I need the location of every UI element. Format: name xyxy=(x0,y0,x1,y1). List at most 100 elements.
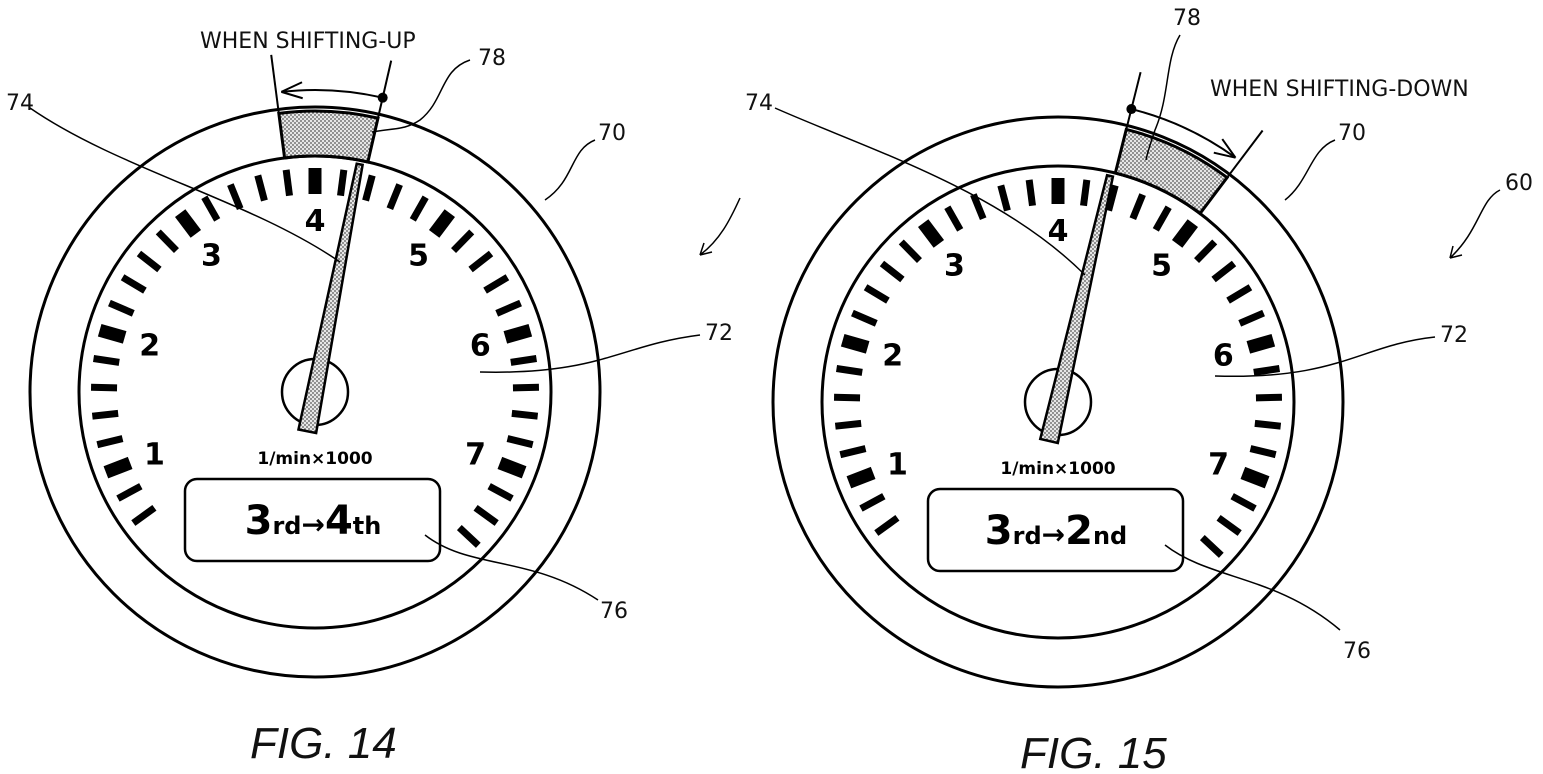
tachometer-gauge: 12345671/min×10003rd→2nd xyxy=(773,72,1343,687)
dial-number: 6 xyxy=(470,329,491,364)
condition-label: WHEN SHIFTING-UP xyxy=(200,29,416,54)
minor-tick xyxy=(1219,518,1240,533)
dial-number: 6 xyxy=(1213,339,1234,374)
minor-tick xyxy=(459,528,478,546)
figure-caption: FIG. 14 xyxy=(250,719,397,768)
major-tick xyxy=(180,213,196,234)
ref-70: 70 xyxy=(598,121,626,146)
minor-tick xyxy=(852,313,876,323)
minor-tick xyxy=(876,518,897,533)
gear-text-part: → xyxy=(301,508,324,541)
major-tick xyxy=(1243,473,1267,482)
gear-text-part: nd xyxy=(1093,522,1127,550)
major-tick xyxy=(1248,340,1273,347)
minor-tick xyxy=(286,170,289,196)
minor-tick xyxy=(1255,423,1281,426)
dial-number: 1 xyxy=(144,438,165,473)
minor-tick xyxy=(471,253,491,269)
minor-tick xyxy=(1240,313,1264,323)
minor-tick xyxy=(1250,449,1275,455)
minor-tick xyxy=(840,449,865,455)
major-tick xyxy=(434,213,450,234)
minor-tick xyxy=(507,439,532,445)
major-tick xyxy=(100,330,125,337)
condition-label: WHEN SHIFTING-DOWN xyxy=(1210,77,1469,102)
shift-timing-band xyxy=(279,111,378,162)
minor-tick xyxy=(1214,263,1234,279)
minor-tick xyxy=(837,369,863,373)
minor-tick xyxy=(835,423,861,426)
major-tick xyxy=(505,330,530,337)
dial-number: 4 xyxy=(1048,214,1069,249)
minor-tick xyxy=(1256,397,1282,398)
major-tick xyxy=(106,463,130,472)
minor-tick xyxy=(97,439,122,445)
minor-tick xyxy=(512,413,538,416)
major-tick xyxy=(1177,223,1193,244)
minor-tick xyxy=(513,387,539,388)
gear-text-part: th xyxy=(353,512,382,540)
minor-tick xyxy=(1001,185,1008,210)
minor-tick xyxy=(511,359,537,363)
gear-text-part: rd xyxy=(1013,522,1042,550)
arc-start-dot xyxy=(1126,104,1136,114)
dial-number: 1 xyxy=(887,448,908,483)
minor-tick xyxy=(366,175,373,200)
extension-line xyxy=(1126,72,1140,129)
minor-tick xyxy=(882,263,902,279)
reference-arrow xyxy=(700,198,740,255)
leader-70 xyxy=(1285,140,1335,200)
gear-text-part: 3 xyxy=(245,498,273,544)
figure-14: 12345671/min×10003rd→4th WHEN SHIFTING-U… xyxy=(6,29,740,768)
leader-70 xyxy=(545,140,595,200)
ref-72: 72 xyxy=(705,321,733,346)
minor-tick xyxy=(497,303,521,313)
unit-label: 1/min×1000 xyxy=(257,449,372,469)
minor-tick xyxy=(1202,538,1221,556)
dial-number: 2 xyxy=(139,329,160,364)
minor-tick xyxy=(485,277,507,290)
leader-74 xyxy=(775,108,1085,275)
minor-tick xyxy=(158,232,176,251)
major-tick xyxy=(923,223,939,244)
minor-tick xyxy=(204,197,217,220)
minor-tick xyxy=(109,303,133,313)
minor-tick xyxy=(94,359,120,363)
tachometer-gauge: 12345671/min×10003rd→4th xyxy=(30,55,600,677)
figure-15: 12345671/min×10003rd→2nd WHEN SHIFTING-D… xyxy=(745,6,1533,774)
major-tick xyxy=(849,473,873,482)
arc-start-dot xyxy=(378,93,388,103)
dial-number: 7 xyxy=(1208,448,1229,483)
minor-tick xyxy=(91,387,117,388)
leader-76 xyxy=(425,535,598,600)
leader-76 xyxy=(1165,545,1340,630)
minor-tick xyxy=(118,486,141,498)
minor-tick xyxy=(1029,180,1032,206)
minor-tick xyxy=(866,287,888,300)
gear-text-part: 4 xyxy=(325,498,353,544)
minor-tick xyxy=(390,185,400,209)
dial-number: 4 xyxy=(305,204,326,239)
minor-tick xyxy=(1228,287,1250,300)
gear-text-part: rd xyxy=(272,512,301,540)
dial-number: 5 xyxy=(1151,249,1172,284)
dial-number: 7 xyxy=(465,438,486,473)
ref-74: 74 xyxy=(745,91,773,116)
major-tick xyxy=(500,463,524,472)
dial-number: 5 xyxy=(408,239,429,274)
minor-tick xyxy=(901,242,919,261)
figure-caption: FIG. 15 xyxy=(1020,729,1167,774)
major-tick xyxy=(843,340,868,347)
ref-78: 78 xyxy=(1173,6,1201,31)
minor-tick xyxy=(861,496,884,508)
minor-tick xyxy=(341,170,344,196)
ref-70: 70 xyxy=(1338,121,1366,146)
minor-tick xyxy=(133,508,154,523)
dial-number: 3 xyxy=(201,239,222,274)
minor-tick xyxy=(947,207,960,230)
dial-number: 2 xyxy=(882,339,903,374)
minor-tick xyxy=(139,253,159,269)
extension-line xyxy=(378,61,391,118)
